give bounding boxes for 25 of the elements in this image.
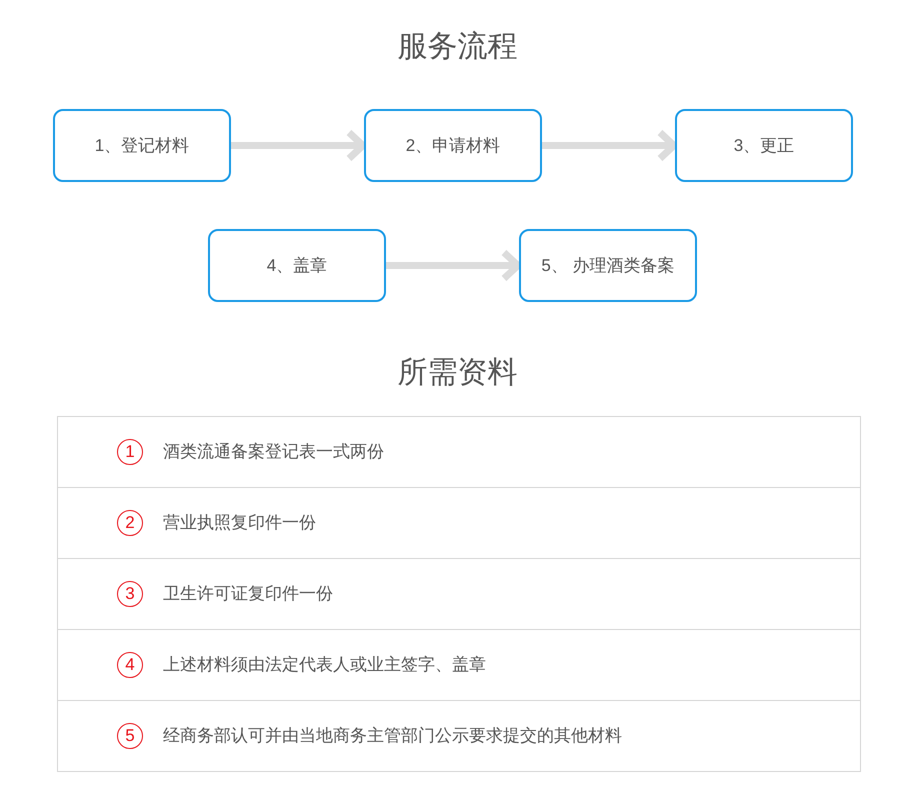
step-label: 5、 办理酒类备案 xyxy=(541,254,675,276)
diagram-title: 服务流程 xyxy=(398,29,518,65)
requirement-text: 营业执照复印件一份 xyxy=(163,512,316,534)
requirement-text: 卫生许可证复印件一份 xyxy=(163,583,333,605)
requirement-text: 上述材料须由法定代表人或业主签字、盖章 xyxy=(163,654,486,676)
arrow xyxy=(231,129,366,162)
process-box xyxy=(675,109,853,182)
step-label: 3、更正 xyxy=(734,134,794,156)
step-label: 2、申请材料 xyxy=(406,134,500,156)
process-box xyxy=(364,109,542,182)
section-heading: 所需资料 xyxy=(398,355,518,391)
circled-number: 4 xyxy=(117,652,143,678)
step-label: 1、登记材料 xyxy=(94,134,190,156)
step-label: 4、盖章 xyxy=(266,254,328,276)
circled-number: 1 xyxy=(117,439,143,465)
process-box xyxy=(208,229,386,302)
circled-number: 2 xyxy=(117,510,143,536)
process-box xyxy=(53,109,231,182)
requirement-text: 经商务部认可并由当地商务主管部门公示要求提交的其他材料 xyxy=(163,725,622,747)
arrow xyxy=(386,249,522,282)
requirement-text: 酒类流通备案登记表一式两份 xyxy=(163,441,384,463)
circled-number: 3 xyxy=(117,581,143,607)
circled-number: 5 xyxy=(117,723,143,749)
process-box xyxy=(519,229,697,302)
arrow xyxy=(542,129,678,162)
